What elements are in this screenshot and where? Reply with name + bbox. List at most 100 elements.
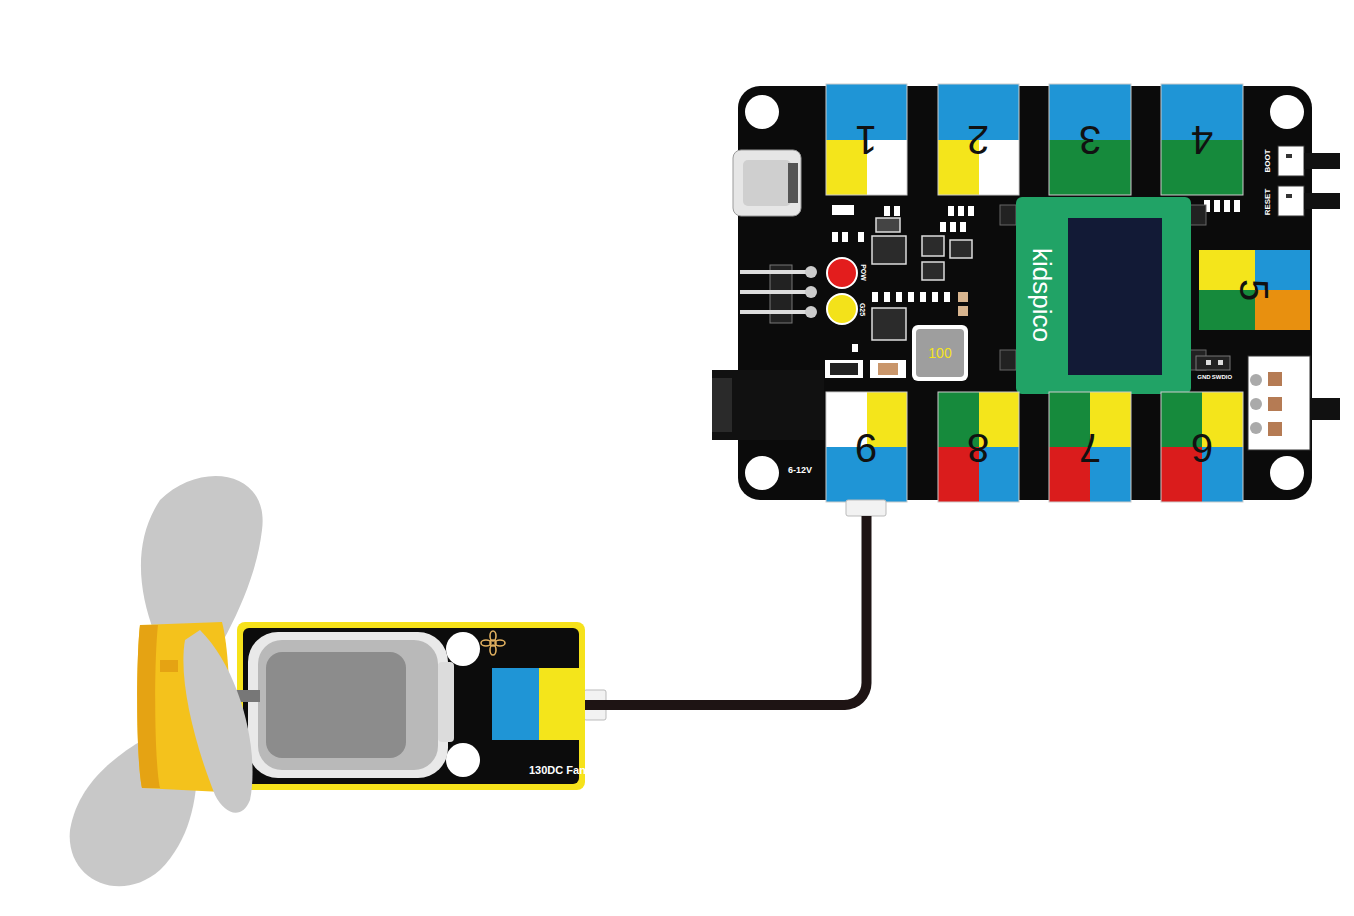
port-socket: 9 (826, 392, 907, 502)
port-number: 7 (1079, 428, 1101, 468)
pin-header (740, 265, 817, 323)
smd-components (884, 292, 890, 302)
port-number: 9 (855, 428, 877, 468)
pin-header (740, 290, 810, 294)
smd-components (908, 292, 914, 302)
controller-board (745, 95, 779, 129)
push-button (1278, 186, 1304, 216)
led-label: POW (859, 264, 866, 281)
swd-pins (1206, 360, 1211, 365)
push-button (1278, 146, 1340, 216)
port-socket (826, 392, 907, 502)
controller-board (738, 86, 1312, 500)
port-number: 4 (1191, 120, 1213, 160)
pin-header (805, 306, 817, 318)
diode (830, 363, 858, 375)
fan-module (446, 743, 480, 777)
smd-components (896, 292, 902, 302)
slide-switch (1248, 356, 1340, 450)
diode (878, 363, 898, 375)
diode (825, 360, 863, 378)
inductor: 100 (912, 325, 968, 381)
board-name: kidspico (1029, 248, 1055, 342)
port-number: 2 (967, 120, 989, 160)
usb-c-port (733, 150, 801, 216)
diode (825, 360, 906, 378)
smd-components (852, 344, 858, 352)
pin-label: SWDIO (1212, 374, 1232, 380)
smd-components (858, 232, 864, 242)
chip (950, 240, 972, 258)
smd-components (958, 292, 968, 302)
fan-module (495, 640, 505, 646)
fan-module (490, 645, 496, 655)
pin-label: GND (1197, 374, 1210, 380)
slide-switch (1250, 422, 1262, 434)
cable-plug (584, 500, 886, 720)
slide-switch (1268, 372, 1282, 386)
port-number: 5 (1235, 279, 1275, 301)
controller-board (745, 456, 779, 490)
oled-screen (1000, 350, 1016, 370)
chip (872, 218, 972, 340)
smd-components (950, 222, 956, 232)
led-label: G25 (859, 302, 866, 315)
propeller (183, 630, 252, 813)
status-led (827, 258, 857, 324)
pin-header (740, 310, 810, 314)
propeller (70, 476, 263, 886)
dc-motor (266, 652, 406, 758)
port-number: 3 (1079, 120, 1101, 160)
fan-module (539, 668, 585, 740)
smd-components (832, 232, 838, 242)
propeller (137, 625, 160, 788)
port-number: 8 (967, 428, 989, 468)
port-socket (938, 392, 1019, 502)
dc-motor (248, 632, 448, 778)
fan-module (492, 668, 539, 740)
port-socket (1161, 84, 1243, 195)
smd-components (894, 206, 900, 216)
power-label: 6-12V (788, 466, 812, 475)
smd-components (920, 292, 926, 302)
port-socket: 7 (1049, 392, 1131, 502)
slide-switch (1250, 398, 1262, 410)
port-socket: 2 (938, 84, 1019, 195)
slide-switch (1248, 356, 1310, 450)
fan-module (490, 631, 496, 641)
oled-screen (1016, 197, 1191, 394)
port-socket (1161, 392, 1243, 502)
usb-c-port (743, 160, 791, 206)
inductor (912, 325, 968, 381)
smd-components (958, 206, 964, 216)
port-socket: 3 (1049, 84, 1131, 195)
smd-components (1214, 200, 1220, 212)
fan-module (446, 632, 480, 666)
push-button (1286, 194, 1292, 198)
port-socket (826, 84, 907, 195)
module-label: 130DC Fan motor (529, 765, 620, 776)
port-socket (826, 84, 1310, 502)
smd-components (960, 222, 966, 232)
cable-plug (584, 690, 606, 720)
smd-components (872, 292, 878, 302)
oled-screen: kidspico (1016, 197, 1068, 394)
smd-components (940, 222, 946, 232)
inductor (916, 329, 964, 377)
fan-module: 130DC Fan motor (237, 622, 585, 790)
chip (872, 236, 906, 264)
push-button (1286, 154, 1292, 158)
chip (922, 236, 944, 256)
controller-board (738, 86, 1312, 500)
port-socket: 6 (1161, 392, 1243, 502)
smd-components (948, 206, 954, 216)
status-led (827, 258, 857, 288)
smd-components (958, 306, 968, 316)
swd-pins (1218, 360, 1223, 365)
fan-module (481, 640, 491, 646)
controller-board (1270, 95, 1304, 129)
port-socket: 8 (938, 392, 1019, 502)
